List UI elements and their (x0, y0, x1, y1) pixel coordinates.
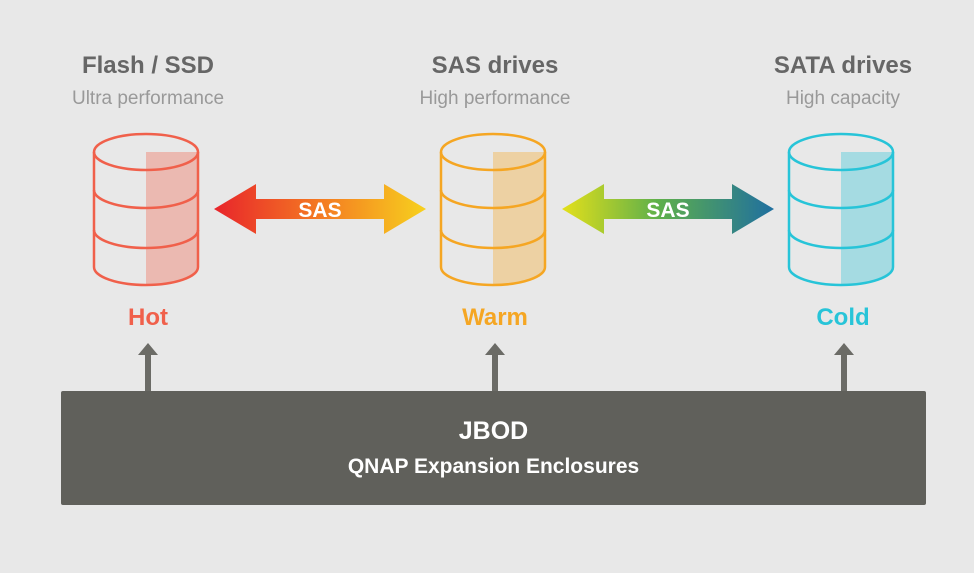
database-icon (787, 132, 895, 287)
jbod-title: JBOD (458, 417, 529, 445)
jbod-subtitle: QNAP Expansion Enclosures (347, 455, 640, 478)
link-label: SAS (646, 199, 689, 222)
tier-subtitle: Ultra performance (71, 88, 225, 109)
up-arrow-icon (138, 343, 158, 393)
double-arrow-shape (562, 184, 774, 234)
tier-temperature: Hot (128, 304, 168, 331)
sas-link-arrow-1: SAS (214, 184, 426, 234)
tier-subtitle: High performance (419, 88, 571, 109)
sas-link-arrow-2: SAS (562, 184, 774, 234)
tier-temperature: Cold (816, 304, 870, 331)
tier-temperature: Warm (462, 304, 528, 331)
jbod-box: JBOD QNAP Expansion Enclosures (61, 391, 926, 505)
up-arrow-icon (485, 343, 505, 393)
tier-title: SAS drives (431, 52, 559, 79)
database-icon (439, 132, 547, 287)
tier-subtitle: High capacity (785, 88, 901, 109)
database-icon (92, 132, 200, 287)
tier-title: Flash / SSD (81, 52, 215, 79)
double-arrow-shape (214, 184, 426, 234)
up-arrow-icon (834, 343, 854, 393)
tier-title: SATA drives (773, 52, 913, 79)
link-label: SAS (298, 199, 341, 222)
